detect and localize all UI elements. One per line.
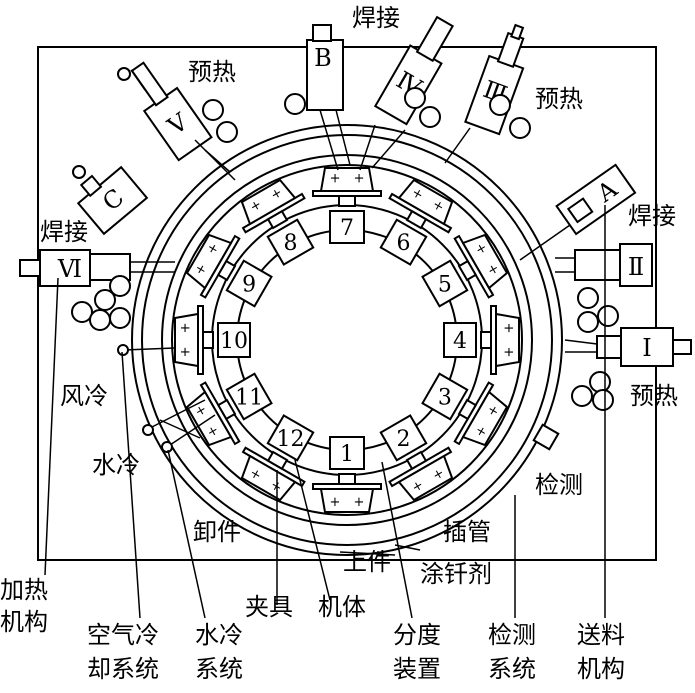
label-air-cool: 风冷 bbox=[60, 382, 108, 410]
fixture-plus-mark: + bbox=[502, 323, 517, 334]
station-number-12: 12 bbox=[277, 427, 305, 452]
label-preheat-right: 预热 bbox=[630, 382, 678, 410]
station-number-9: 9 bbox=[242, 273, 256, 298]
station-11: 11 bbox=[225, 372, 273, 421]
head-II: Ⅱ bbox=[555, 243, 653, 287]
station-number-4: 4 bbox=[453, 329, 467, 354]
station-7: 7 bbox=[329, 210, 365, 244]
station-number-1: 1 bbox=[340, 442, 354, 467]
head-V: Ⅴ bbox=[130, 61, 213, 162]
label-welding-left: 焊接 bbox=[40, 218, 88, 246]
fixtures-group: ++++++++++++++++++++++++ bbox=[174, 167, 520, 513]
station-number-3: 3 bbox=[438, 386, 452, 411]
label-indexing-1: 分度 bbox=[393, 621, 441, 649]
head-B: B bbox=[306, 24, 351, 171]
station-number-11: 11 bbox=[235, 386, 263, 411]
head-III: Ⅲ bbox=[464, 23, 525, 136]
label-welding-right: 焊接 bbox=[628, 202, 676, 230]
label-feed-1: 送料 bbox=[577, 621, 625, 649]
fixture-plus-mark: + bbox=[330, 170, 341, 185]
fixture-8: ++ bbox=[240, 178, 306, 234]
head-II-label: Ⅱ bbox=[628, 253, 644, 281]
preheat-balls bbox=[71, 87, 619, 411]
station-number-6: 6 bbox=[397, 231, 411, 256]
head-C: C bbox=[76, 165, 149, 236]
fixture-12: ++ bbox=[240, 446, 306, 502]
fixture-2: ++ bbox=[388, 446, 454, 502]
fixture-6: ++ bbox=[388, 178, 454, 234]
label-welding-top: 焊接 bbox=[352, 4, 400, 32]
fixture-plus-mark: + bbox=[177, 347, 192, 358]
indexing-ring bbox=[211, 204, 483, 476]
label-detect-sys-1: 检测 bbox=[488, 621, 536, 649]
label-heating-1: 加热 bbox=[0, 576, 48, 604]
label-water-sys-1: 水冷 bbox=[195, 621, 243, 649]
label-insert-pipe: 插管 bbox=[443, 518, 491, 546]
head-VI: Ⅵ bbox=[19, 249, 131, 287]
label-air-sys-2: 却系统 bbox=[87, 655, 159, 683]
label-heating-2: 机构 bbox=[0, 608, 48, 636]
station-4: 4 bbox=[443, 322, 477, 358]
head-A: A bbox=[555, 163, 637, 236]
station-9: 9 bbox=[225, 259, 273, 308]
head-I: Ⅰ bbox=[564, 327, 692, 367]
station-number-5: 5 bbox=[438, 273, 452, 298]
station-10: 10 bbox=[217, 322, 251, 358]
station-12: 12 bbox=[266, 414, 315, 462]
fixture-plus-mark: + bbox=[177, 323, 192, 334]
label-detect-sys-2: 系统 bbox=[488, 655, 536, 683]
label-preheat-topright: 预热 bbox=[535, 85, 583, 113]
fixture-plus-mark: + bbox=[330, 495, 341, 510]
fixture-plus-mark: + bbox=[354, 170, 365, 185]
label-preheat-topleft: 预热 bbox=[188, 58, 236, 86]
station-8: 8 bbox=[266, 218, 315, 266]
label-indexing-2: 装置 bbox=[393, 655, 441, 683]
station-1: 1 bbox=[329, 436, 365, 470]
fixture-7: ++ bbox=[312, 167, 382, 207]
machine-frame bbox=[37, 46, 657, 561]
label-water-cool: 水冷 bbox=[92, 451, 140, 479]
leader-lines bbox=[44, 205, 606, 619]
label-body: 机体 bbox=[318, 593, 366, 621]
head-I-label: Ⅰ bbox=[642, 334, 651, 362]
fixture-1: ++ bbox=[312, 473, 382, 513]
label-unload: 卸件 bbox=[193, 518, 241, 546]
label-fixture: 夹具 bbox=[245, 593, 293, 621]
rotary-table bbox=[131, 124, 563, 556]
fixture-10: ++ bbox=[174, 305, 214, 375]
label-detection: 检测 bbox=[535, 471, 583, 499]
fixture-5: ++ bbox=[453, 233, 509, 299]
station-number-8: 8 bbox=[284, 231, 298, 256]
fixture-4: ++ bbox=[480, 305, 520, 375]
label-feed-2: 机构 bbox=[577, 655, 625, 683]
station-number-7: 7 bbox=[340, 216, 354, 241]
cooling-nozzles bbox=[117, 344, 216, 453]
label-load: 上件 bbox=[343, 548, 391, 576]
station-5: 5 bbox=[421, 259, 469, 308]
label-air-sys-1: 空气冷 bbox=[87, 621, 159, 649]
fixture-3: ++ bbox=[453, 381, 509, 447]
station-number-10: 10 bbox=[220, 329, 248, 354]
station-3: 3 bbox=[421, 372, 469, 421]
machine-body-ring bbox=[236, 229, 458, 451]
head-VI-label: Ⅵ bbox=[57, 255, 82, 283]
station-number-2: 2 bbox=[397, 427, 411, 452]
fixture-plus-mark: + bbox=[354, 495, 365, 510]
head-B-label: B bbox=[314, 44, 332, 72]
station-2: 2 bbox=[379, 414, 428, 462]
fixture-plus-mark: + bbox=[502, 347, 517, 358]
label-water-sys-2: 系统 bbox=[195, 655, 243, 683]
fixture-9: ++ bbox=[185, 233, 241, 299]
detection-unit bbox=[532, 423, 560, 451]
label-apply-flux: 涂钎剂 bbox=[420, 560, 492, 588]
station-6: 6 bbox=[379, 218, 428, 266]
